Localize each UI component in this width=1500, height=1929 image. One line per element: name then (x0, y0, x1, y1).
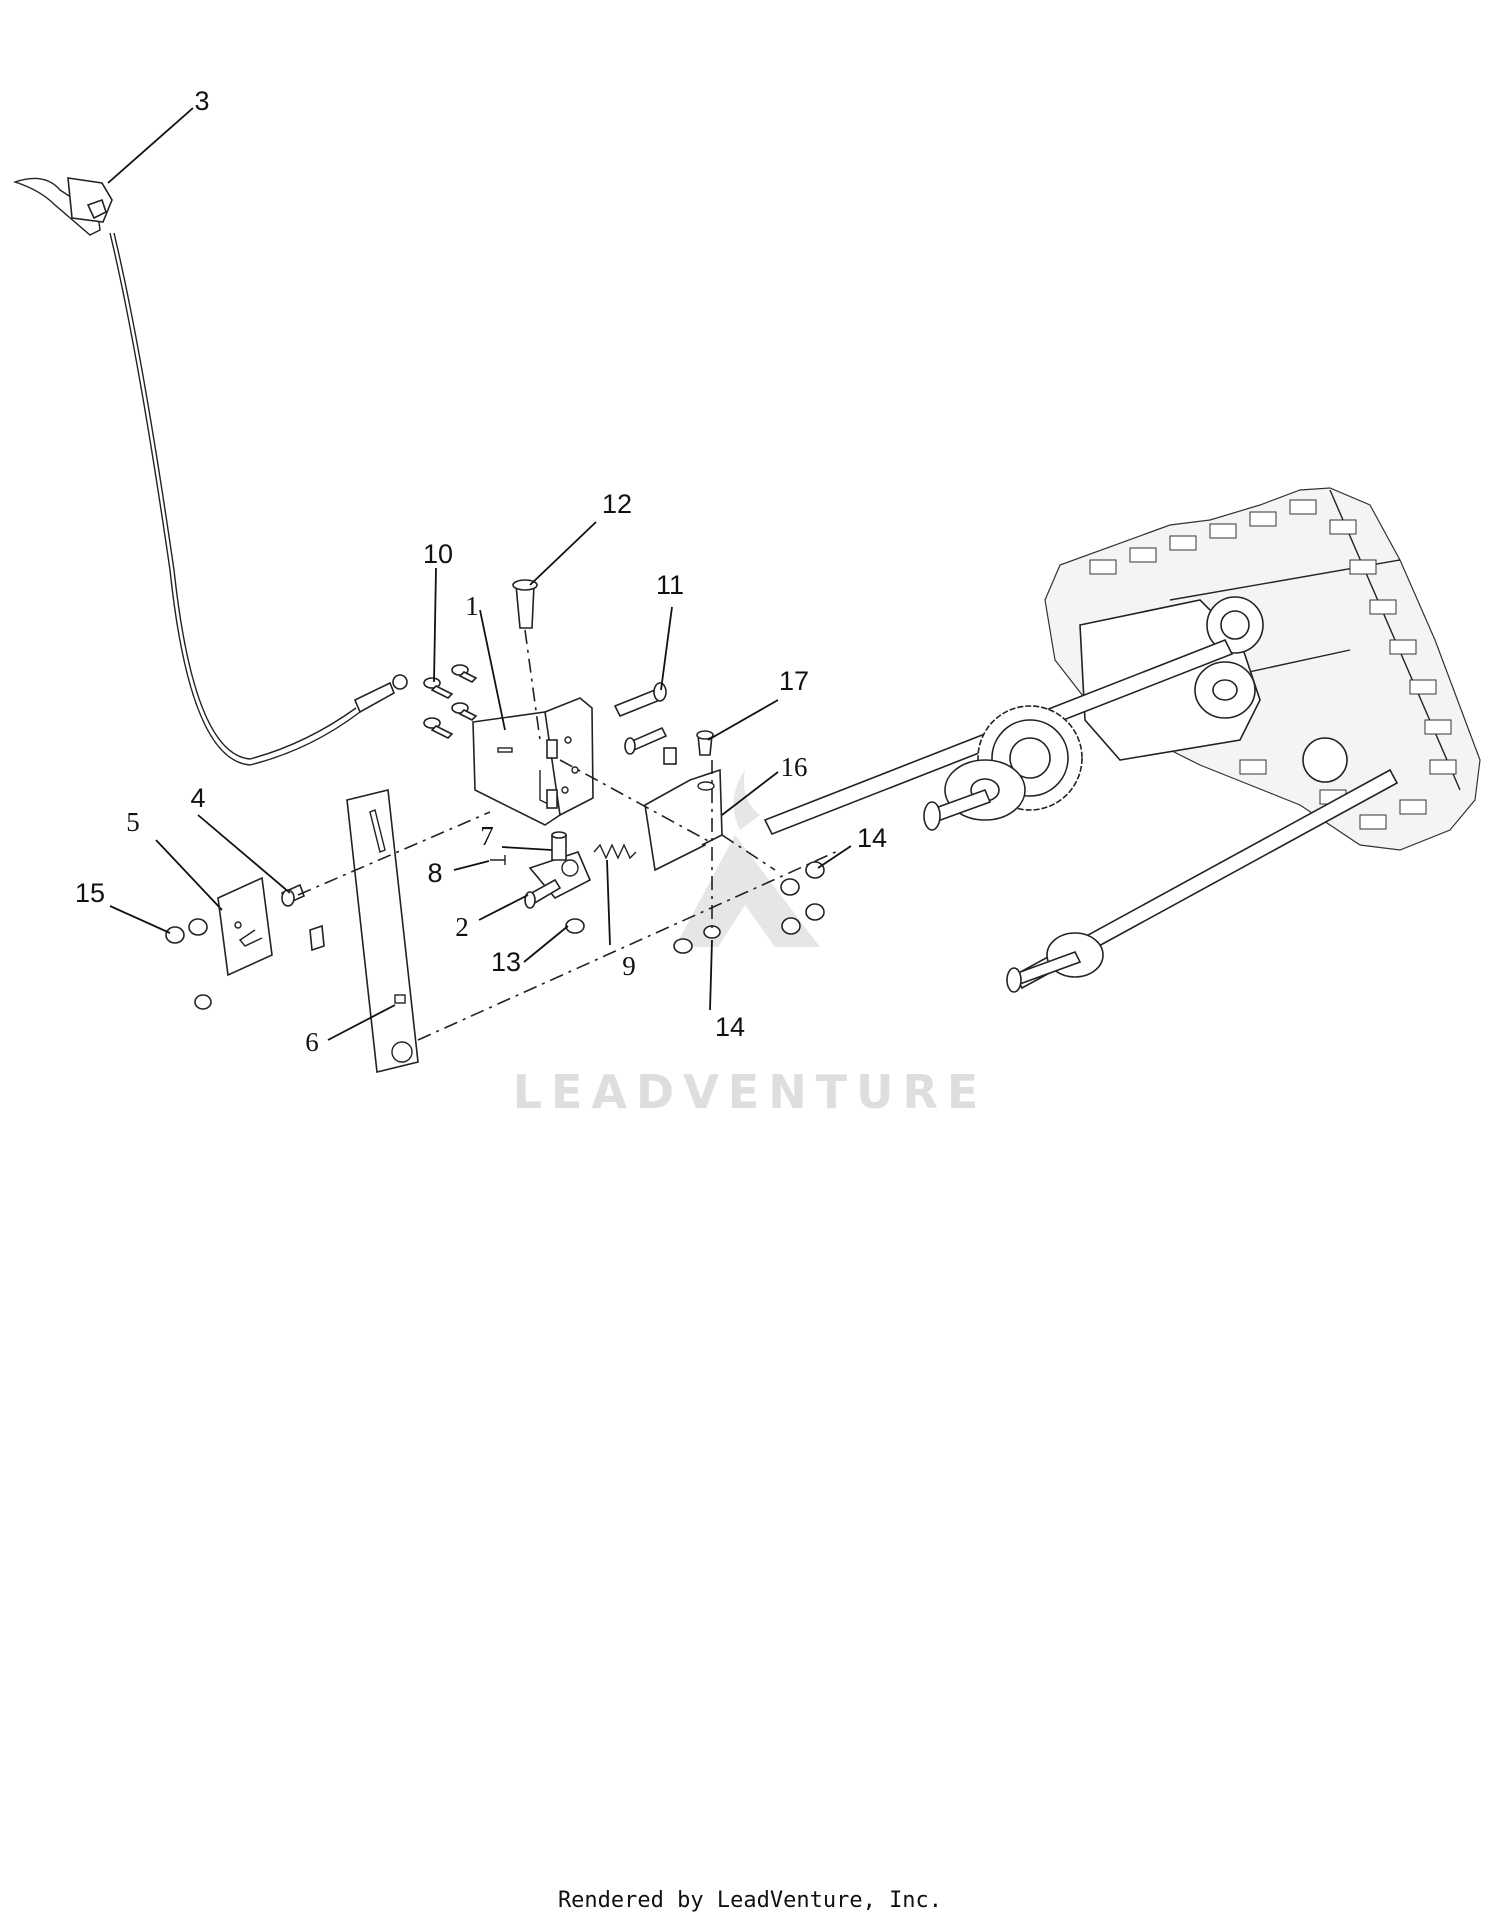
track-treads (1089, 499, 1457, 830)
callout-14-upper: 14 (857, 823, 887, 853)
spacer-4 (280, 883, 325, 952)
watermark-text: LEADVENTURE (513, 1065, 988, 1119)
callout-2: 2 (455, 912, 469, 942)
track-assembly (763, 487, 1481, 993)
bolt-11 (613, 682, 667, 718)
callout-15: 15 (75, 878, 105, 908)
axle-hub-lower (1006, 932, 1104, 993)
callout-8: 8 (427, 858, 442, 888)
callout-9: 9 (622, 951, 636, 981)
callout-17: 17 (779, 666, 809, 696)
render-credit: Rendered by LeadVenture, Inc. (557, 1888, 943, 1913)
axle-hub-left (923, 759, 1026, 831)
bolt-12 (512, 579, 538, 629)
callout-3: 3 (194, 86, 209, 116)
nut-15 (165, 918, 212, 1010)
pin-8 (490, 855, 506, 865)
slotted-bar-6 (346, 789, 419, 1073)
bolt-misc (624, 726, 677, 765)
bracket-plate (472, 697, 594, 826)
callout-4: 4 (190, 783, 205, 813)
axle-hub-right (1194, 661, 1256, 719)
bracket-16 (644, 768, 723, 872)
assembly-lines (297, 629, 841, 1041)
cable-assembly (12, 177, 408, 766)
plate-5 (217, 876, 273, 977)
callout-labels: 1 2 3 4 5 6 7 8 9 10 11 12 13 14 14 15 1… (75, 86, 887, 1057)
nut-13 (565, 918, 585, 934)
callout-12: 12 (602, 489, 632, 519)
leader-lines (107, 107, 852, 1041)
callout-1: 1 (465, 591, 479, 621)
callout-16: 16 (781, 752, 808, 782)
callout-6: 6 (305, 1027, 319, 1057)
callout-10: 10 (423, 539, 453, 569)
spring-9 (593, 843, 637, 860)
spacer-7 (551, 831, 567, 861)
callout-14-lower: 14 (715, 1012, 745, 1042)
callout-7: 7 (480, 821, 494, 851)
callout-5: 5 (126, 807, 140, 837)
bolt-10-group (423, 664, 478, 739)
bolt-17 (696, 730, 714, 756)
callout-11: 11 (656, 570, 684, 600)
callout-13: 13 (491, 947, 521, 977)
